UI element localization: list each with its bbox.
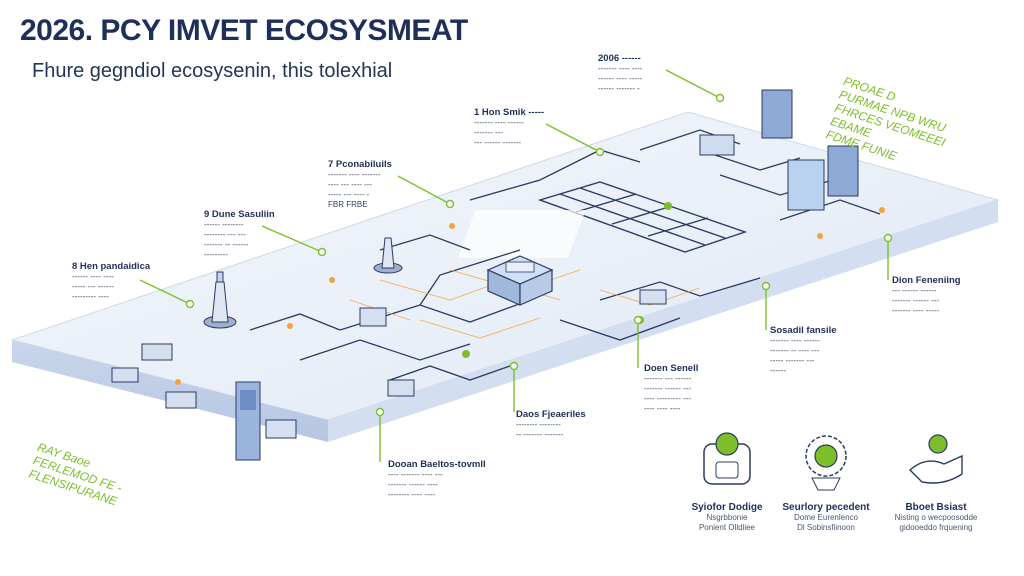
callout-head: Sosadil fansile <box>770 325 837 336</box>
callout-daos: Daos Fjeaeriles -------- -------- -- ---… <box>516 410 586 440</box>
callout-line: ------ ---- ----- <box>598 74 643 83</box>
platform-side <box>328 200 998 442</box>
central-hub-icon <box>486 255 554 306</box>
callout-line: ------- ---- ---- <box>598 64 643 73</box>
callout-head: 8 Hen pandaidica <box>72 261 151 272</box>
callout-line: ----- --- ---- - <box>328 190 370 199</box>
icon-card-sub: Dl Sobinsfiinoon <box>797 523 855 532</box>
icon-card-sub: Nsgrbbonie <box>706 513 748 522</box>
callout-doen: Doen Senell ------- --- ------ ------- -… <box>644 364 698 414</box>
callout-line: -- ------- ------- <box>516 430 564 439</box>
callout-2006: 2006 ------ ------- ---- ---- ------ ---… <box>598 54 642 94</box>
callout-line: ------- -- ---- --- <box>770 346 820 355</box>
callout-line: ---- --- ---- --- <box>328 180 372 189</box>
callout-head: 9 Dune Sasuliin <box>204 209 275 220</box>
callout-line: ------- ---- ------ <box>474 118 524 127</box>
gear-globe-icon <box>805 435 847 491</box>
tower-left-icon <box>203 271 237 329</box>
callout-head: 1 Hon Smik ----- <box>474 107 545 118</box>
glow-panel <box>458 210 586 258</box>
server-tower-bottom-icon <box>235 381 261 461</box>
page-title: 2026. PCY IMVET ECOSYSMEAT <box>20 14 468 47</box>
callout-head: Dion Feneniing <box>892 275 961 286</box>
callout-line: ---- --------- --- <box>644 394 692 403</box>
callout-line: -------- -------- <box>516 420 561 429</box>
callout-head: Dooan Baeltos-tovmll <box>388 459 486 470</box>
callout-line: --------- <box>204 250 228 259</box>
callout-line: ------ ---- ---- <box>72 272 114 281</box>
icon-card-security: Syiofor Dodige Nsgrbbonie Ponient Olldli… <box>667 498 787 533</box>
callout-9: 9 Dune Sasuliin ------ -------- --------… <box>204 210 275 260</box>
icon-card-label: Bboet Bsiast <box>905 502 967 513</box>
callout-dooan: Dooan Baeltos-tovmll ---- ------- ---- -… <box>388 460 486 500</box>
callout-head: 2006 ------ <box>598 53 641 64</box>
callout-line: -------- ---- ---- <box>388 490 436 499</box>
callout-head: Daos Fjeaeriles <box>516 409 586 420</box>
callout-line: ----- ------- --- <box>770 356 815 365</box>
icon-card-sub: Ponient Olldliee <box>698 523 756 532</box>
callout-sosadil: Sosadil fansile ------- ---- ------ ----… <box>770 326 837 376</box>
callout-7: 7 Pconabiluils ------- ---- ------- ----… <box>328 160 392 210</box>
callout-line: ---- ---- ---- <box>644 404 681 413</box>
icon-card-label: Seurlory pecedent <box>782 502 870 513</box>
callout-line: FBR FRBE <box>328 200 368 209</box>
callout-line: ------- ------ --- <box>644 384 692 393</box>
callout-line: ----- --- ------ <box>72 282 114 291</box>
callout-head: 7 Pconabiluils <box>328 159 392 170</box>
callout-head: Doen Senell <box>644 363 699 374</box>
tower-center-icon <box>373 237 403 274</box>
callout-line: ------- ---- ------- <box>328 170 381 179</box>
hand-shield-icon <box>908 434 963 484</box>
icon-card-boost: Bboet Bsiast Nisting o wecpoosodde gidoo… <box>876 498 996 533</box>
callout-8: 8 Hen pandaidica ------ ---- ---- ----- … <box>72 262 150 302</box>
small-machines-icon <box>111 289 667 439</box>
callout-line: ---- ------- ---- --- <box>388 470 443 479</box>
callout-line: ------ ------- - <box>598 84 640 93</box>
green-nodes <box>462 202 672 358</box>
callout-line: ------- --- ------ <box>644 374 692 383</box>
page-subtitle: Fhure gegndiol ecosysenin, this tolexhia… <box>32 60 393 82</box>
callout-line: ------- --- <box>474 128 503 137</box>
grid-area <box>537 181 748 253</box>
icon-card-sub: Nisting o wecpoosodde <box>894 513 978 522</box>
icon-card-sub: Dome Eurenlenco <box>793 513 859 522</box>
icon-card-sub: gidooeddo frquening <box>899 523 973 532</box>
lock-shield-icon <box>703 432 751 485</box>
datacenter-right-icon <box>699 89 859 211</box>
callout-line: --------- ---- <box>72 292 109 301</box>
callout-line: --- ------ ------ <box>892 286 937 295</box>
callout-line: ------- -- ------ <box>204 240 249 249</box>
callout-line: ------- ------ --- <box>892 296 940 305</box>
callout-line: ------- ---- ------ <box>770 336 820 345</box>
icon-card-precedent: Seurlory pecedent Dome Eurenlenco Dl Sob… <box>766 498 886 533</box>
callout-dion: Dion Feneniing --- ------ ------ -------… <box>892 276 961 316</box>
callout-1: 1 Hon Smik ----- ------- ---- ------ ---… <box>474 108 544 148</box>
callout-line: ------- ------ ---- <box>388 480 438 489</box>
callout-line: ------ -------- <box>204 220 244 229</box>
callout-line: -------- --- --- <box>204 230 246 239</box>
callout-line: --- ------ ------- <box>474 138 522 147</box>
leader-lines <box>139 69 893 462</box>
callout-line: ------- ---- ----- <box>892 306 940 315</box>
icon-card-label: Syiofor Dodige <box>691 502 763 513</box>
callout-line: ------ <box>770 366 786 375</box>
